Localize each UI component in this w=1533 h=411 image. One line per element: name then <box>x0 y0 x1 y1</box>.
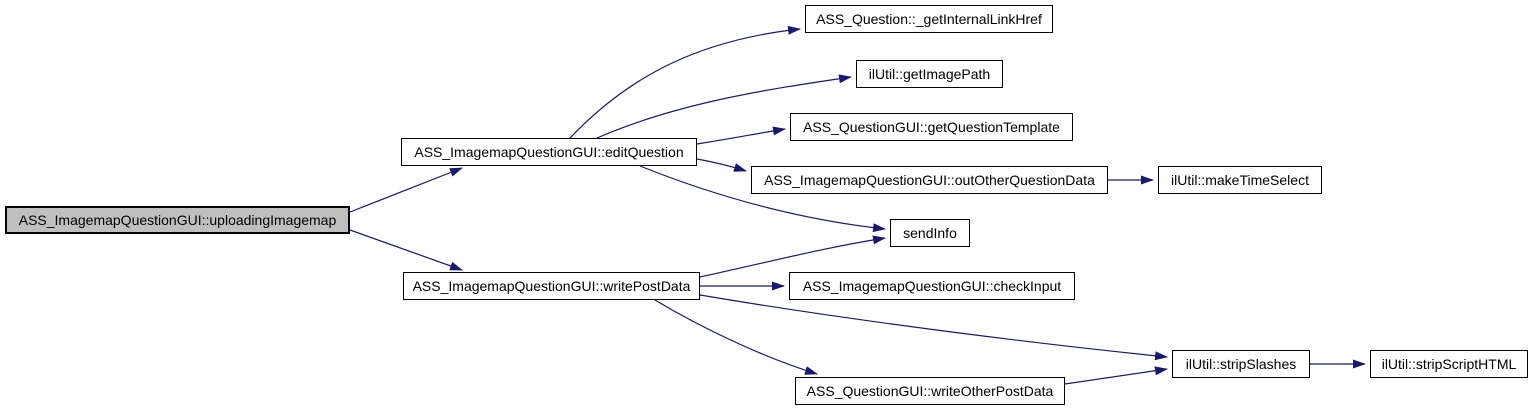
node-uploadingImagemap: ASS_ImagemapQuestionGUI::uploadingImagem… <box>5 206 350 234</box>
edge-writeOtherPostData-to-stripSlashes <box>1064 366 1168 385</box>
node-getQuestionTemplate[interactable]: ASS_QuestionGUI::getQuestionTemplate <box>790 113 1073 141</box>
edge-editQuestion-to-getQuestionTemplate <box>696 126 786 145</box>
node-getImagePath[interactable]: ilUtil::getImagePath <box>856 60 1003 88</box>
edge-uploadingImagemap-to-writePostData <box>349 229 463 271</box>
edge-editQuestion-to-getImagePath <box>596 74 852 139</box>
edge-writePostData-to-sendInfo <box>699 235 886 278</box>
node-writePostData[interactable]: ASS_ImagemapQuestionGUI::writePostData <box>403 272 700 300</box>
node-editQuestion[interactable]: ASS_ImagemapQuestionGUI::editQuestion <box>401 138 697 166</box>
node-outOtherQuestionData[interactable]: ASS_ImagemapQuestionGUI::outOtherQuestio… <box>751 166 1108 194</box>
node-getInternalLinkHref[interactable]: ASS_Question::_getInternalLinkHref <box>805 5 1053 33</box>
node-sendInfo[interactable]: sendInfo <box>890 219 970 247</box>
node-writeOtherPostData[interactable]: ASS_QuestionGUI::writeOtherPostData <box>795 377 1065 405</box>
edge-writePostData-to-stripSlashes <box>699 294 1168 361</box>
node-makeTimeSelect[interactable]: ilUtil::makeTimeSelect <box>1158 166 1322 194</box>
node-stripScriptHTML[interactable]: ilUtil::stripScriptHTML <box>1370 350 1528 378</box>
node-checkInput[interactable]: ASS_ImagemapQuestionGUI::checkInput <box>789 272 1075 300</box>
edge-editQuestion-to-getInternalLinkHref <box>569 25 801 139</box>
edge-writePostData-to-writeOtherPostData <box>654 299 818 375</box>
node-stripSlashes[interactable]: ilUtil::stripSlashes <box>1172 350 1310 378</box>
edge-editQuestion-to-outOtherQuestionData <box>696 158 747 172</box>
edge-uploadingImagemap-to-editQuestion <box>349 167 463 213</box>
edge-editQuestion-to-sendInfo <box>639 165 886 233</box>
